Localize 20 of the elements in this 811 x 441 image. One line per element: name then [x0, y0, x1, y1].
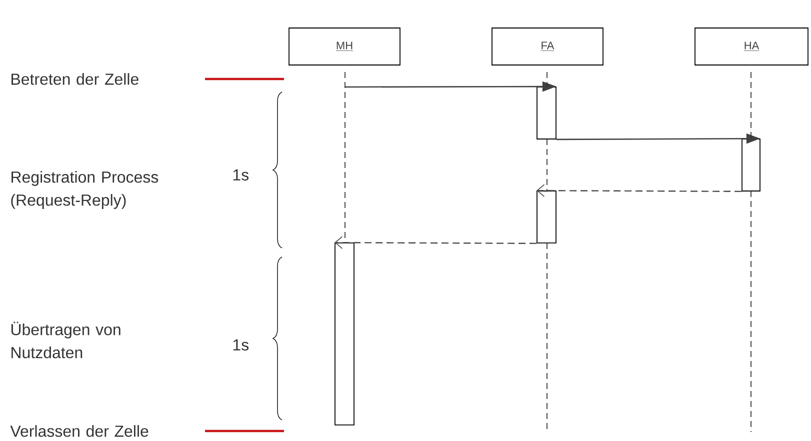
lifeline-head-box: HA	[694, 28, 808, 66]
lifeline-head-box: MH	[288, 28, 400, 66]
lifeline	[546, 138, 548, 192]
annotation-text: Übertragen von Nutzdaten	[11, 322, 120, 358]
message-arrow	[334, 236, 537, 250]
lifeline	[344, 72, 346, 244]
lifeline	[750, 72, 752, 140]
lifeline	[546, 72, 548, 88]
message-arrow	[536, 184, 742, 198]
annotation-text: Betreten der Zelle	[12, 73, 138, 85]
activation-bar	[334, 242, 354, 426]
annotation-text: Registration Process (Request-Reply)	[11, 171, 158, 209]
activation-bar	[536, 190, 556, 244]
lifeline	[750, 190, 752, 432]
annotation-text: 1s	[233, 339, 249, 351]
activation-bar	[536, 86, 556, 140]
lifeline-head-box: FA	[492, 28, 604, 66]
annotation-text: Verlassen der Zelle	[10, 425, 148, 437]
annotation-text: 1s	[233, 169, 249, 181]
activation-bar	[742, 138, 760, 192]
